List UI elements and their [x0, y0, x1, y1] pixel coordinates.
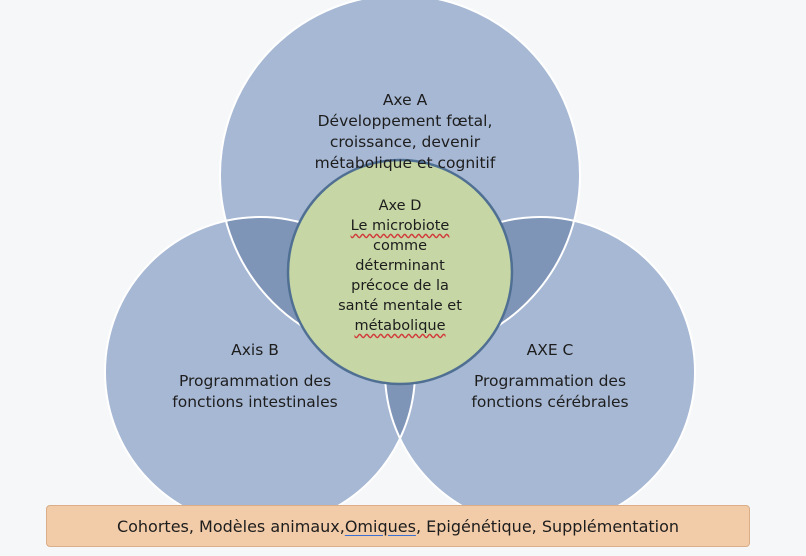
label-axis-b: Axis B Programmation des fonctions intes… [145, 340, 365, 413]
circle-axis-d [286, 158, 514, 386]
axis-d-line-6: métabolique [354, 318, 446, 334]
label-axis-a: Axe A Développement fœtal, croissance, d… [290, 90, 520, 174]
label-axis-d: Axe D Le microbiote comme déterminant pr… [305, 196, 495, 336]
axis-a-line-1: Développement fœtal, [317, 112, 493, 130]
axis-d-name: Axe D [378, 198, 422, 214]
methods-footer-bar: Cohortes, Modèles animaux, Omiques , Epi… [46, 505, 750, 547]
axis-c-name: AXE C [526, 341, 574, 359]
axis-d-line-1: Le microbiote [350, 218, 450, 234]
axis-a-line-3: métabolique et cognitif [314, 154, 496, 172]
axis-d-line-5: santé mentale et [338, 298, 462, 314]
axis-d-line-2: comme [372, 238, 427, 254]
axis-b-name: Axis B [231, 341, 279, 359]
axis-a-line-2: croissance, devenir [329, 133, 481, 151]
axis-c-line-2: fonctions cérébrales [471, 393, 629, 411]
footer-text-1: Cohortes, Modèles animaux, [116, 516, 345, 536]
footer-text-omiques: Omiques [344, 516, 416, 536]
axis-a-name: Axe A [382, 91, 428, 109]
axis-b-line-2: fonctions intestinales [172, 393, 338, 411]
footer-text-2: , Epigénétique, Supplémentation [415, 516, 680, 536]
axis-b-line-1: Programmation des [178, 372, 332, 390]
label-axis-c: AXE C Programmation des fonctions cérébr… [440, 340, 660, 413]
axis-c-line-1: Programmation des [473, 372, 627, 390]
axis-d-line-4: précoce de la [351, 278, 449, 294]
axis-d-line-3: déterminant [355, 258, 445, 274]
